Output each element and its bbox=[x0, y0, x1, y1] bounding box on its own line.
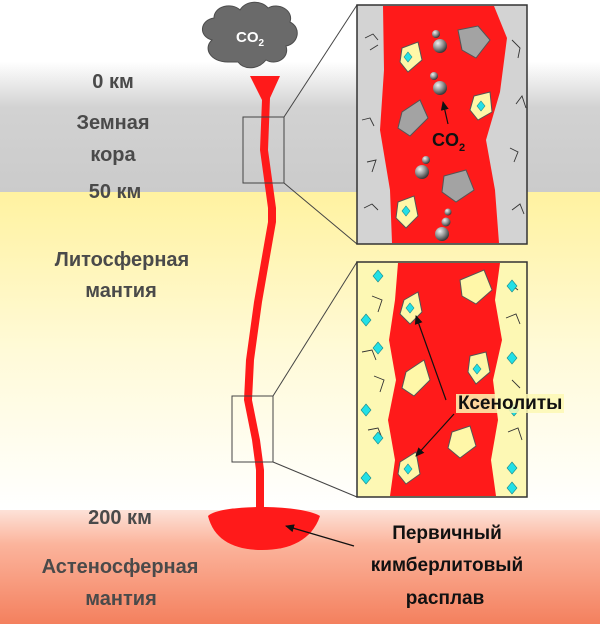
melt-arrow bbox=[285, 524, 355, 547]
co2-cloud-label: CO2 bbox=[236, 29, 265, 49]
zoom-box-crust bbox=[242, 116, 285, 184]
melt-label-line2: кимберлитовый bbox=[370, 555, 524, 576]
melt-label-line3: расплав bbox=[405, 588, 485, 609]
crust-label-line2: кора bbox=[90, 144, 136, 166]
kimberlite-pipe bbox=[244, 76, 280, 515]
xenoliths-label: Ксенолиты bbox=[456, 393, 565, 414]
smoke-cloud-icon bbox=[202, 1, 298, 69]
xenolith-fragment-icon bbox=[397, 269, 493, 485]
asthenosphere-label-line2: мантия bbox=[85, 588, 157, 610]
crust-inset-panel: CO2 bbox=[356, 4, 528, 245]
lithosphere-label-line1: Литосферная bbox=[54, 249, 190, 271]
melt-label-line1: Первичный bbox=[392, 523, 502, 544]
lithosphere-label-line2: мантия bbox=[85, 280, 157, 302]
co2-panel-label: CO2 bbox=[432, 130, 465, 154]
zoom-line bbox=[283, 4, 358, 118]
depth-50-label: 50 км bbox=[88, 181, 142, 203]
magma-chamber bbox=[208, 507, 320, 550]
depth-0-label: 0 км bbox=[92, 71, 134, 93]
depth-200-label: 200 км bbox=[88, 507, 152, 529]
gas-bubble-icon bbox=[415, 30, 452, 241]
zoom-line bbox=[272, 261, 358, 397]
zoom-box-mantle bbox=[231, 395, 274, 463]
crust-label-line1: Земная bbox=[76, 112, 150, 134]
mantle-inset-panel bbox=[356, 261, 528, 498]
zoom-line bbox=[283, 182, 358, 245]
asthenosphere-label-line1: Астеносферная bbox=[41, 556, 199, 578]
zoom-line bbox=[272, 461, 358, 498]
